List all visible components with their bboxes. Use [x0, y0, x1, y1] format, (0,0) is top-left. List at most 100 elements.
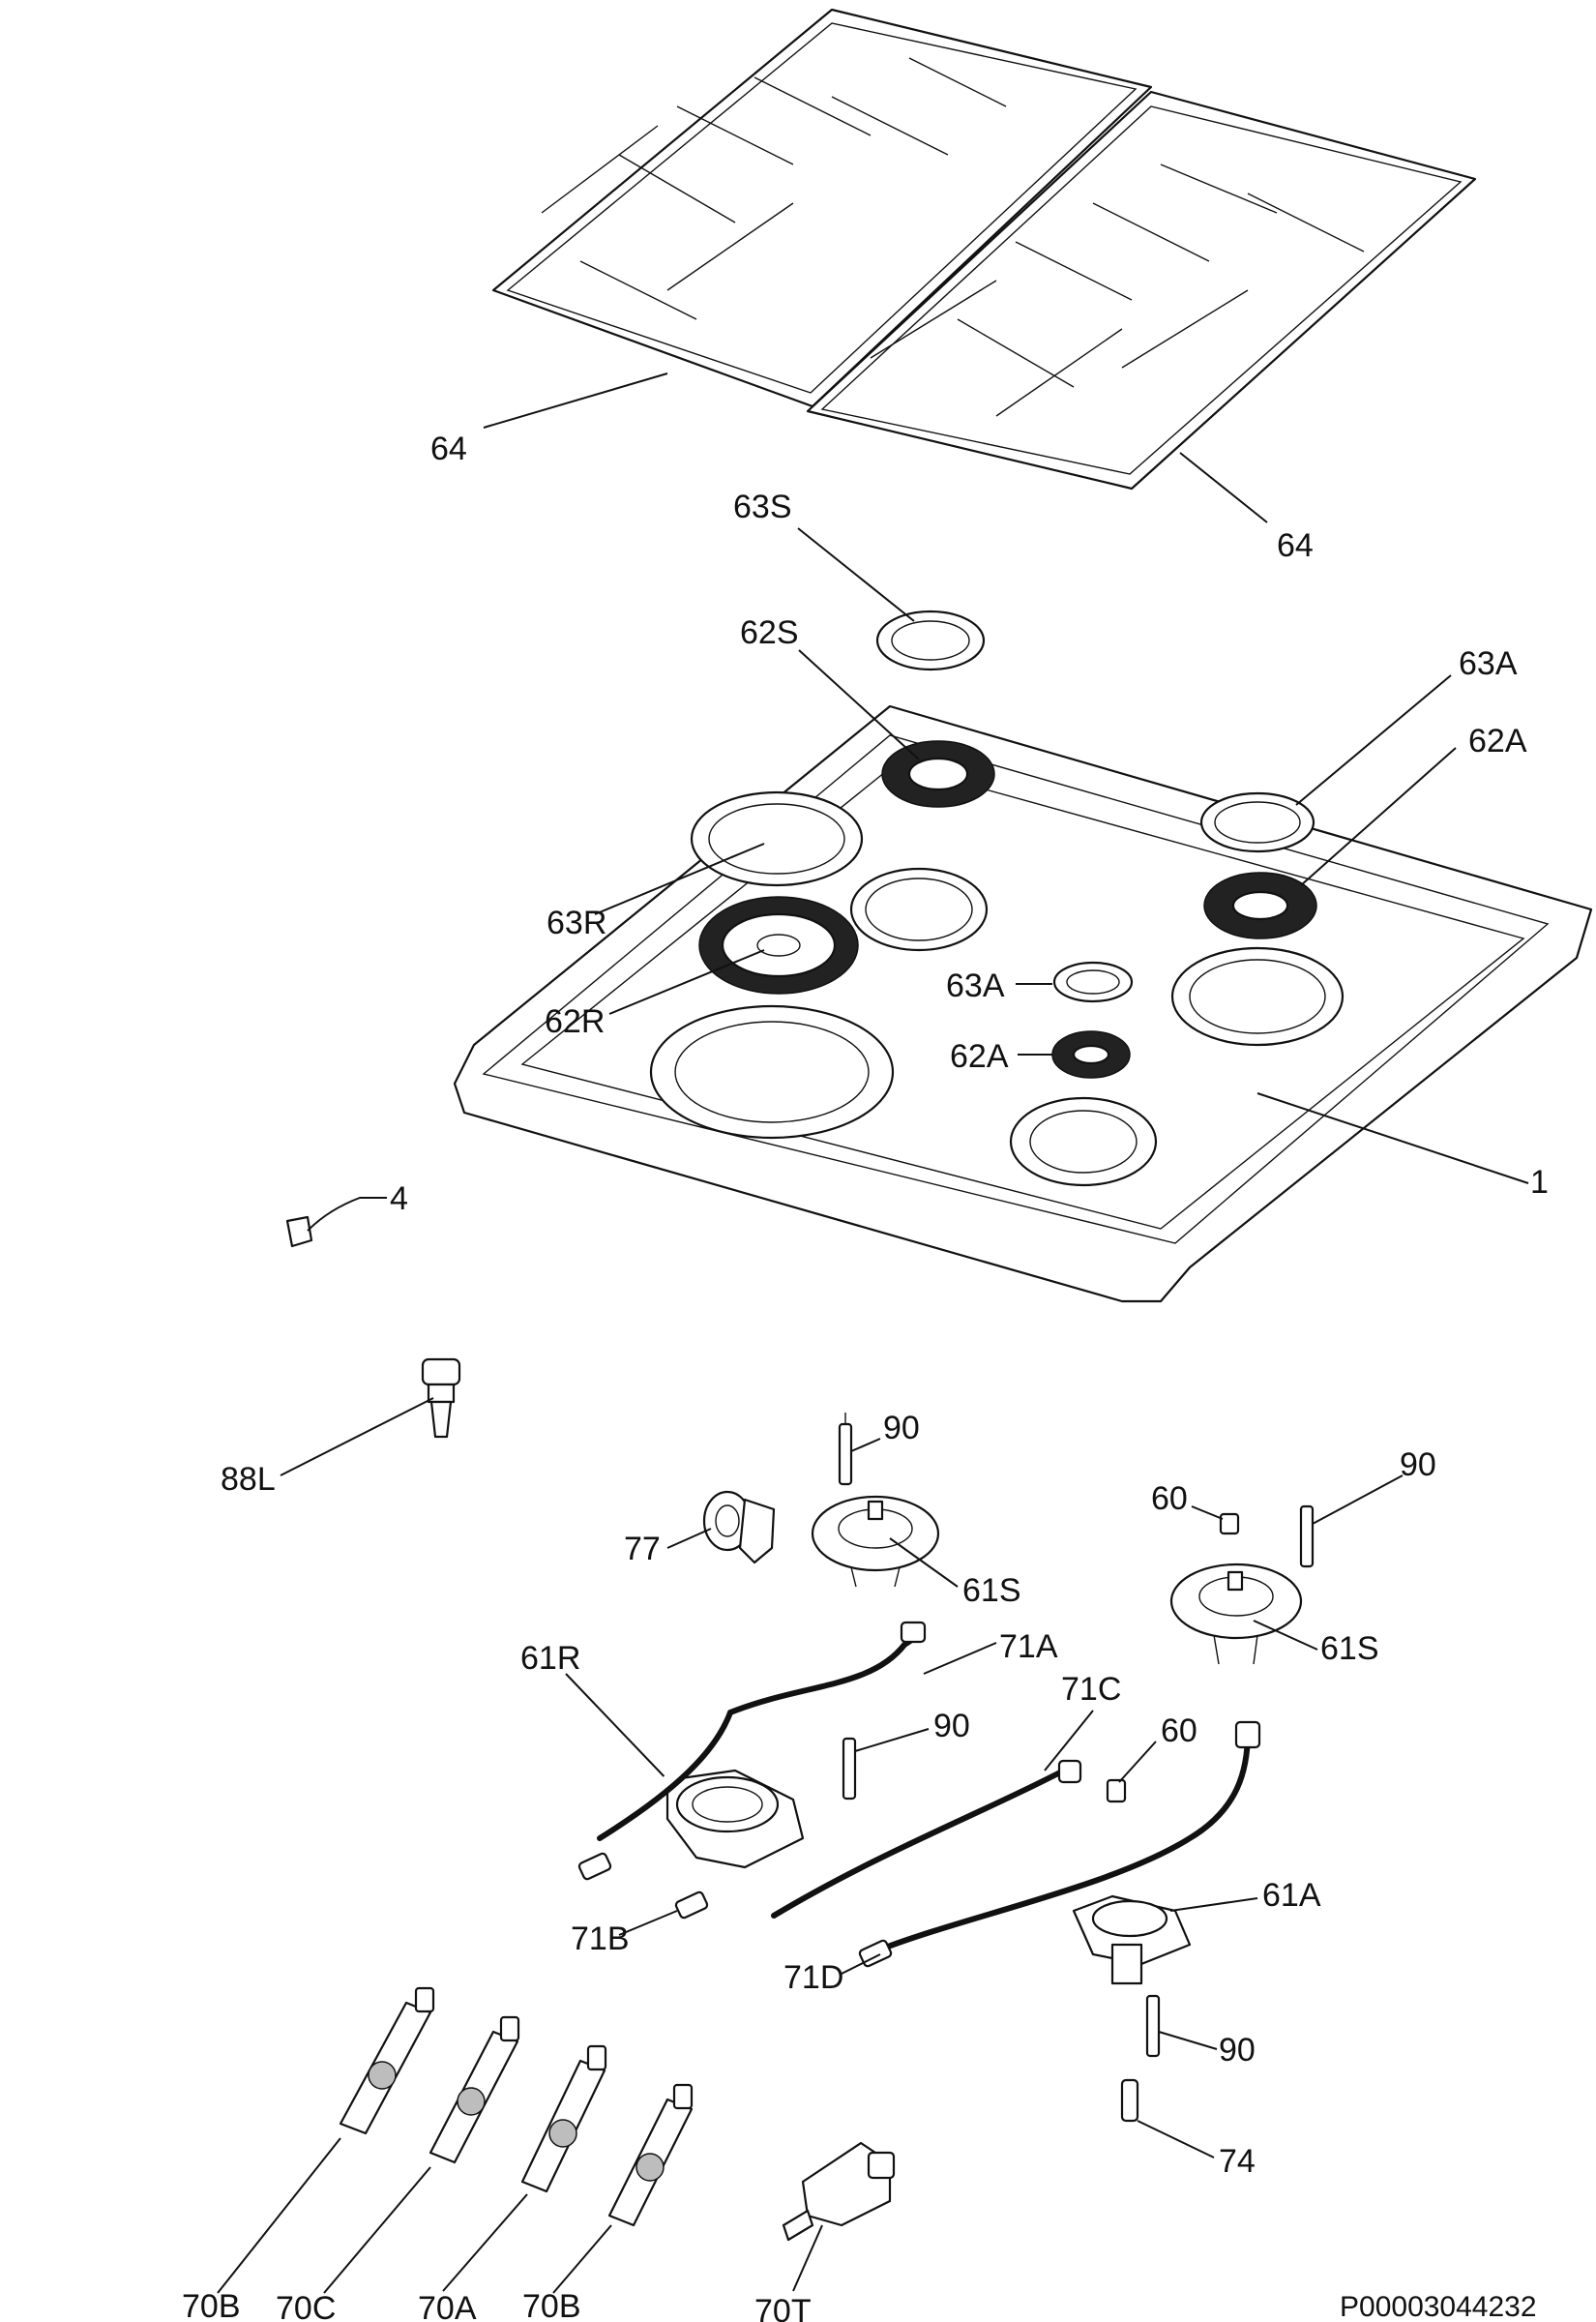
leader-90-a: [850, 1438, 881, 1452]
leader-88L: [280, 1397, 434, 1476]
label-61A: 61A: [1262, 1877, 1321, 1914]
label-63A-top: 63A: [1459, 645, 1518, 682]
leader-60-a: [1191, 1505, 1224, 1520]
label-63S: 63S: [733, 489, 792, 525]
leader-70T: [792, 2224, 823, 2292]
pan-support-right: [806, 90, 1477, 491]
leader-64-right: [1179, 452, 1268, 523]
leader-1: [1256, 1092, 1529, 1184]
screw-60-b: [1106, 1778, 1127, 1803]
leader-90-c: [854, 1728, 930, 1752]
hose-connector-88L: [421, 1357, 461, 1439]
gas-pipe-71C: [771, 1759, 1082, 1919]
label-74: 74: [1219, 2143, 1256, 2180]
leader-62A-top: [1300, 747, 1457, 886]
leader-61R: [565, 1673, 673, 1786]
leader-70C: [323, 2166, 431, 2294]
leader-63R: [594, 843, 765, 915]
thermocouple-90-a: [838, 1413, 853, 1486]
burner-cap-63S: [875, 610, 986, 671]
leader-90-b: [1312, 1474, 1404, 1525]
gas-tap-70B-a: [339, 1986, 435, 2135]
label-70B-b: 70B: [522, 2288, 581, 2322]
label-61R: 61R: [520, 1640, 580, 1677]
gas-tap-70C: [429, 2015, 520, 2164]
label-71B: 71B: [571, 1920, 630, 1957]
gas-pipe-71A: [597, 1621, 927, 1841]
burner-cap-63A-top: [1199, 791, 1315, 853]
thermocouple-90-d: [1145, 1994, 1161, 2058]
label-71A: 71A: [999, 1628, 1058, 1665]
hob-top-panel: [453, 704, 1593, 1303]
label-70A: 70A: [418, 2290, 477, 2322]
leader-70B-b: [552, 2224, 612, 2294]
gas-tap-70T: [782, 2141, 896, 2242]
burner-cap-63A-mid: [1052, 961, 1134, 1003]
label-71D: 71D: [783, 1959, 843, 1996]
leader-62S: [798, 649, 920, 760]
pan-support-left: [491, 8, 1153, 408]
label-61S-b: 61S: [1320, 1630, 1379, 1667]
label-70T: 70T: [754, 2293, 812, 2322]
label-71C: 71C: [1061, 1671, 1121, 1708]
leader-71B: [618, 1910, 678, 1936]
label-62S: 62S: [740, 614, 799, 651]
label-62A-mid: 62A: [950, 1038, 1009, 1075]
label-88L: 88L: [221, 1461, 276, 1498]
label-70B-a: 70B: [182, 2288, 241, 2322]
burner-base-61S-a: [811, 1495, 940, 1588]
gas-pipe-71B: [577, 1852, 709, 1920]
label-63A-mid: 63A: [946, 968, 1005, 1004]
leader-61A: [1169, 1897, 1258, 1912]
screw-60-a: [1219, 1512, 1240, 1535]
label-61S-a: 61S: [962, 1572, 1021, 1609]
label-60-a: 60: [1151, 1480, 1188, 1517]
leader-71D: [841, 1953, 881, 1975]
label-62A-top: 62A: [1468, 723, 1527, 759]
leader-62R: [608, 949, 765, 1015]
label-4: 4: [390, 1180, 408, 1217]
elbow-fitting-77: [702, 1490, 776, 1564]
hob-seat-large: [649, 1004, 895, 1140]
label-77: 77: [624, 1531, 661, 1567]
label-64-left: 64: [430, 431, 467, 467]
leader-90-d: [1158, 2031, 1218, 2050]
leader-70A: [442, 2193, 528, 2292]
label-60-b: 60: [1161, 1712, 1197, 1749]
label-64-right: 64: [1277, 527, 1314, 564]
label-63R: 63R: [547, 905, 606, 941]
label-70C: 70C: [276, 2290, 336, 2322]
hob-seat-front: [1009, 1096, 1158, 1187]
leader-74: [1137, 2120, 1215, 2158]
hob-seat-rear-centre: [849, 867, 989, 952]
leader-63A-top: [1295, 674, 1452, 806]
label-90-a: 90: [883, 1410, 920, 1446]
thermocouple-90-c: [842, 1737, 857, 1801]
label-90-c: 90: [933, 1708, 970, 1744]
label-62R: 62R: [545, 1003, 605, 1040]
burner-base-61A: [1072, 1894, 1192, 1985]
leader-70B-a: [217, 2137, 341, 2294]
thermocouple-90-b: [1299, 1504, 1315, 1568]
leader-64-left: [483, 372, 668, 429]
leader-77: [666, 1528, 712, 1549]
gas-tap-70B-b: [607, 2083, 694, 2227]
leader-63S: [797, 527, 915, 622]
burner-cap-63R: [690, 790, 864, 887]
burner-base-61S-b: [1169, 1563, 1303, 1665]
gas-pipe-71D: [858, 1720, 1261, 1968]
label-90-b: 90: [1400, 1446, 1436, 1483]
leader-60-b: [1118, 1741, 1157, 1783]
leader-4: [307, 1197, 387, 1232]
label-90-d: 90: [1219, 2032, 1256, 2069]
burner-base-61R: [665, 1769, 805, 1869]
clip-4: [285, 1215, 313, 1248]
spark-plug-74: [1120, 2078, 1139, 2123]
gas-tap-70A: [520, 2044, 607, 2193]
label-1: 1: [1530, 1164, 1549, 1201]
leader-61S-a: [889, 1537, 959, 1588]
reference-code: P00003044232: [1340, 2291, 1537, 2322]
leader-61S-b: [1253, 1620, 1318, 1651]
leader-71C: [1044, 1710, 1094, 1771]
